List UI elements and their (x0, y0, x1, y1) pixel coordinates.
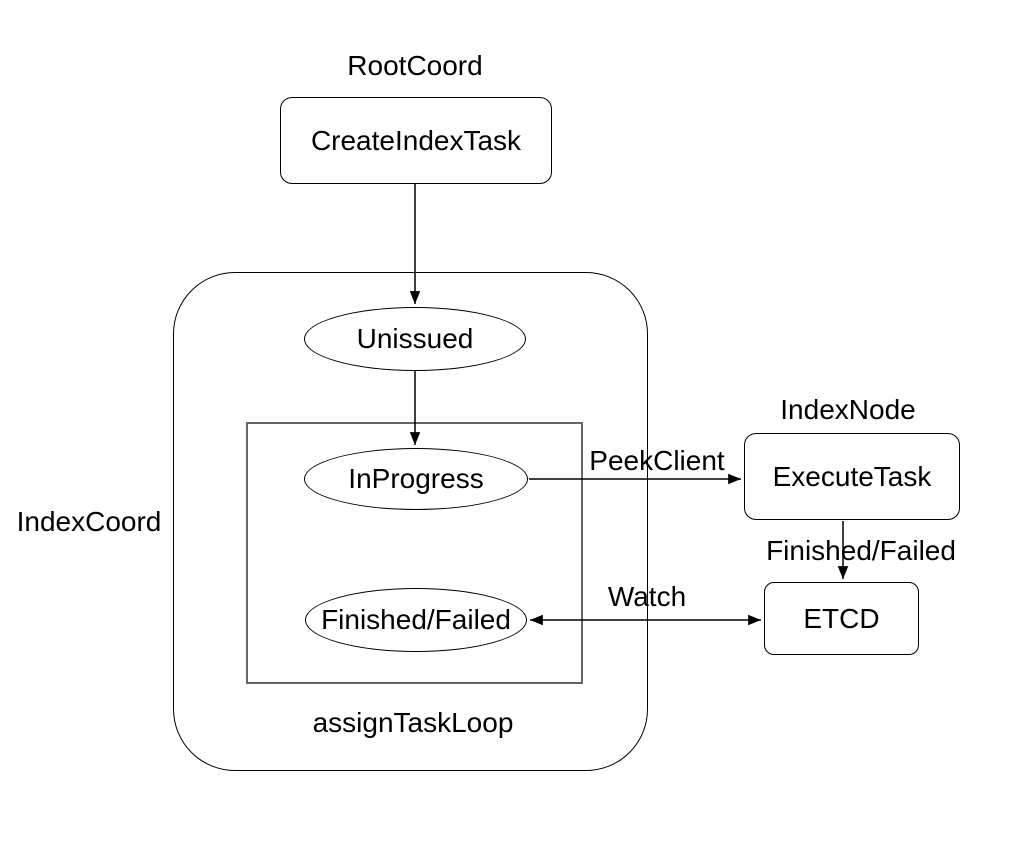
edge-label-peek-client: PeekClient (589, 445, 725, 477)
node-finished-failed: Finished/Failed (305, 588, 527, 652)
edge-label-watch: Watch (607, 581, 687, 613)
node-finished-failed-label: Finished/Failed (321, 604, 511, 636)
node-in-progress-label: InProgress (348, 463, 484, 495)
node-etcd: ETCD (764, 582, 919, 655)
node-execute-task: ExecuteTask (744, 433, 960, 520)
node-create-index-task-label: CreateIndexTask (310, 124, 522, 156)
label-assign-task-loop: assignTaskLoop (312, 707, 514, 739)
node-unissued-label: Unissued (356, 323, 474, 355)
edge-label-finished-failed: Finished/Failed (766, 535, 956, 567)
label-root-coord: RootCoord (347, 50, 483, 82)
node-create-index-task: CreateIndexTask (280, 97, 552, 184)
node-execute-task-label: ExecuteTask (772, 460, 932, 492)
node-etcd-label: ETCD (803, 602, 880, 634)
label-index-node: IndexNode (780, 394, 916, 426)
label-index-coord: IndexCoord (16, 506, 162, 538)
indexcoord-group-box (173, 272, 648, 771)
node-unissued: Unissued (304, 307, 526, 371)
node-in-progress: InProgress (304, 448, 528, 510)
